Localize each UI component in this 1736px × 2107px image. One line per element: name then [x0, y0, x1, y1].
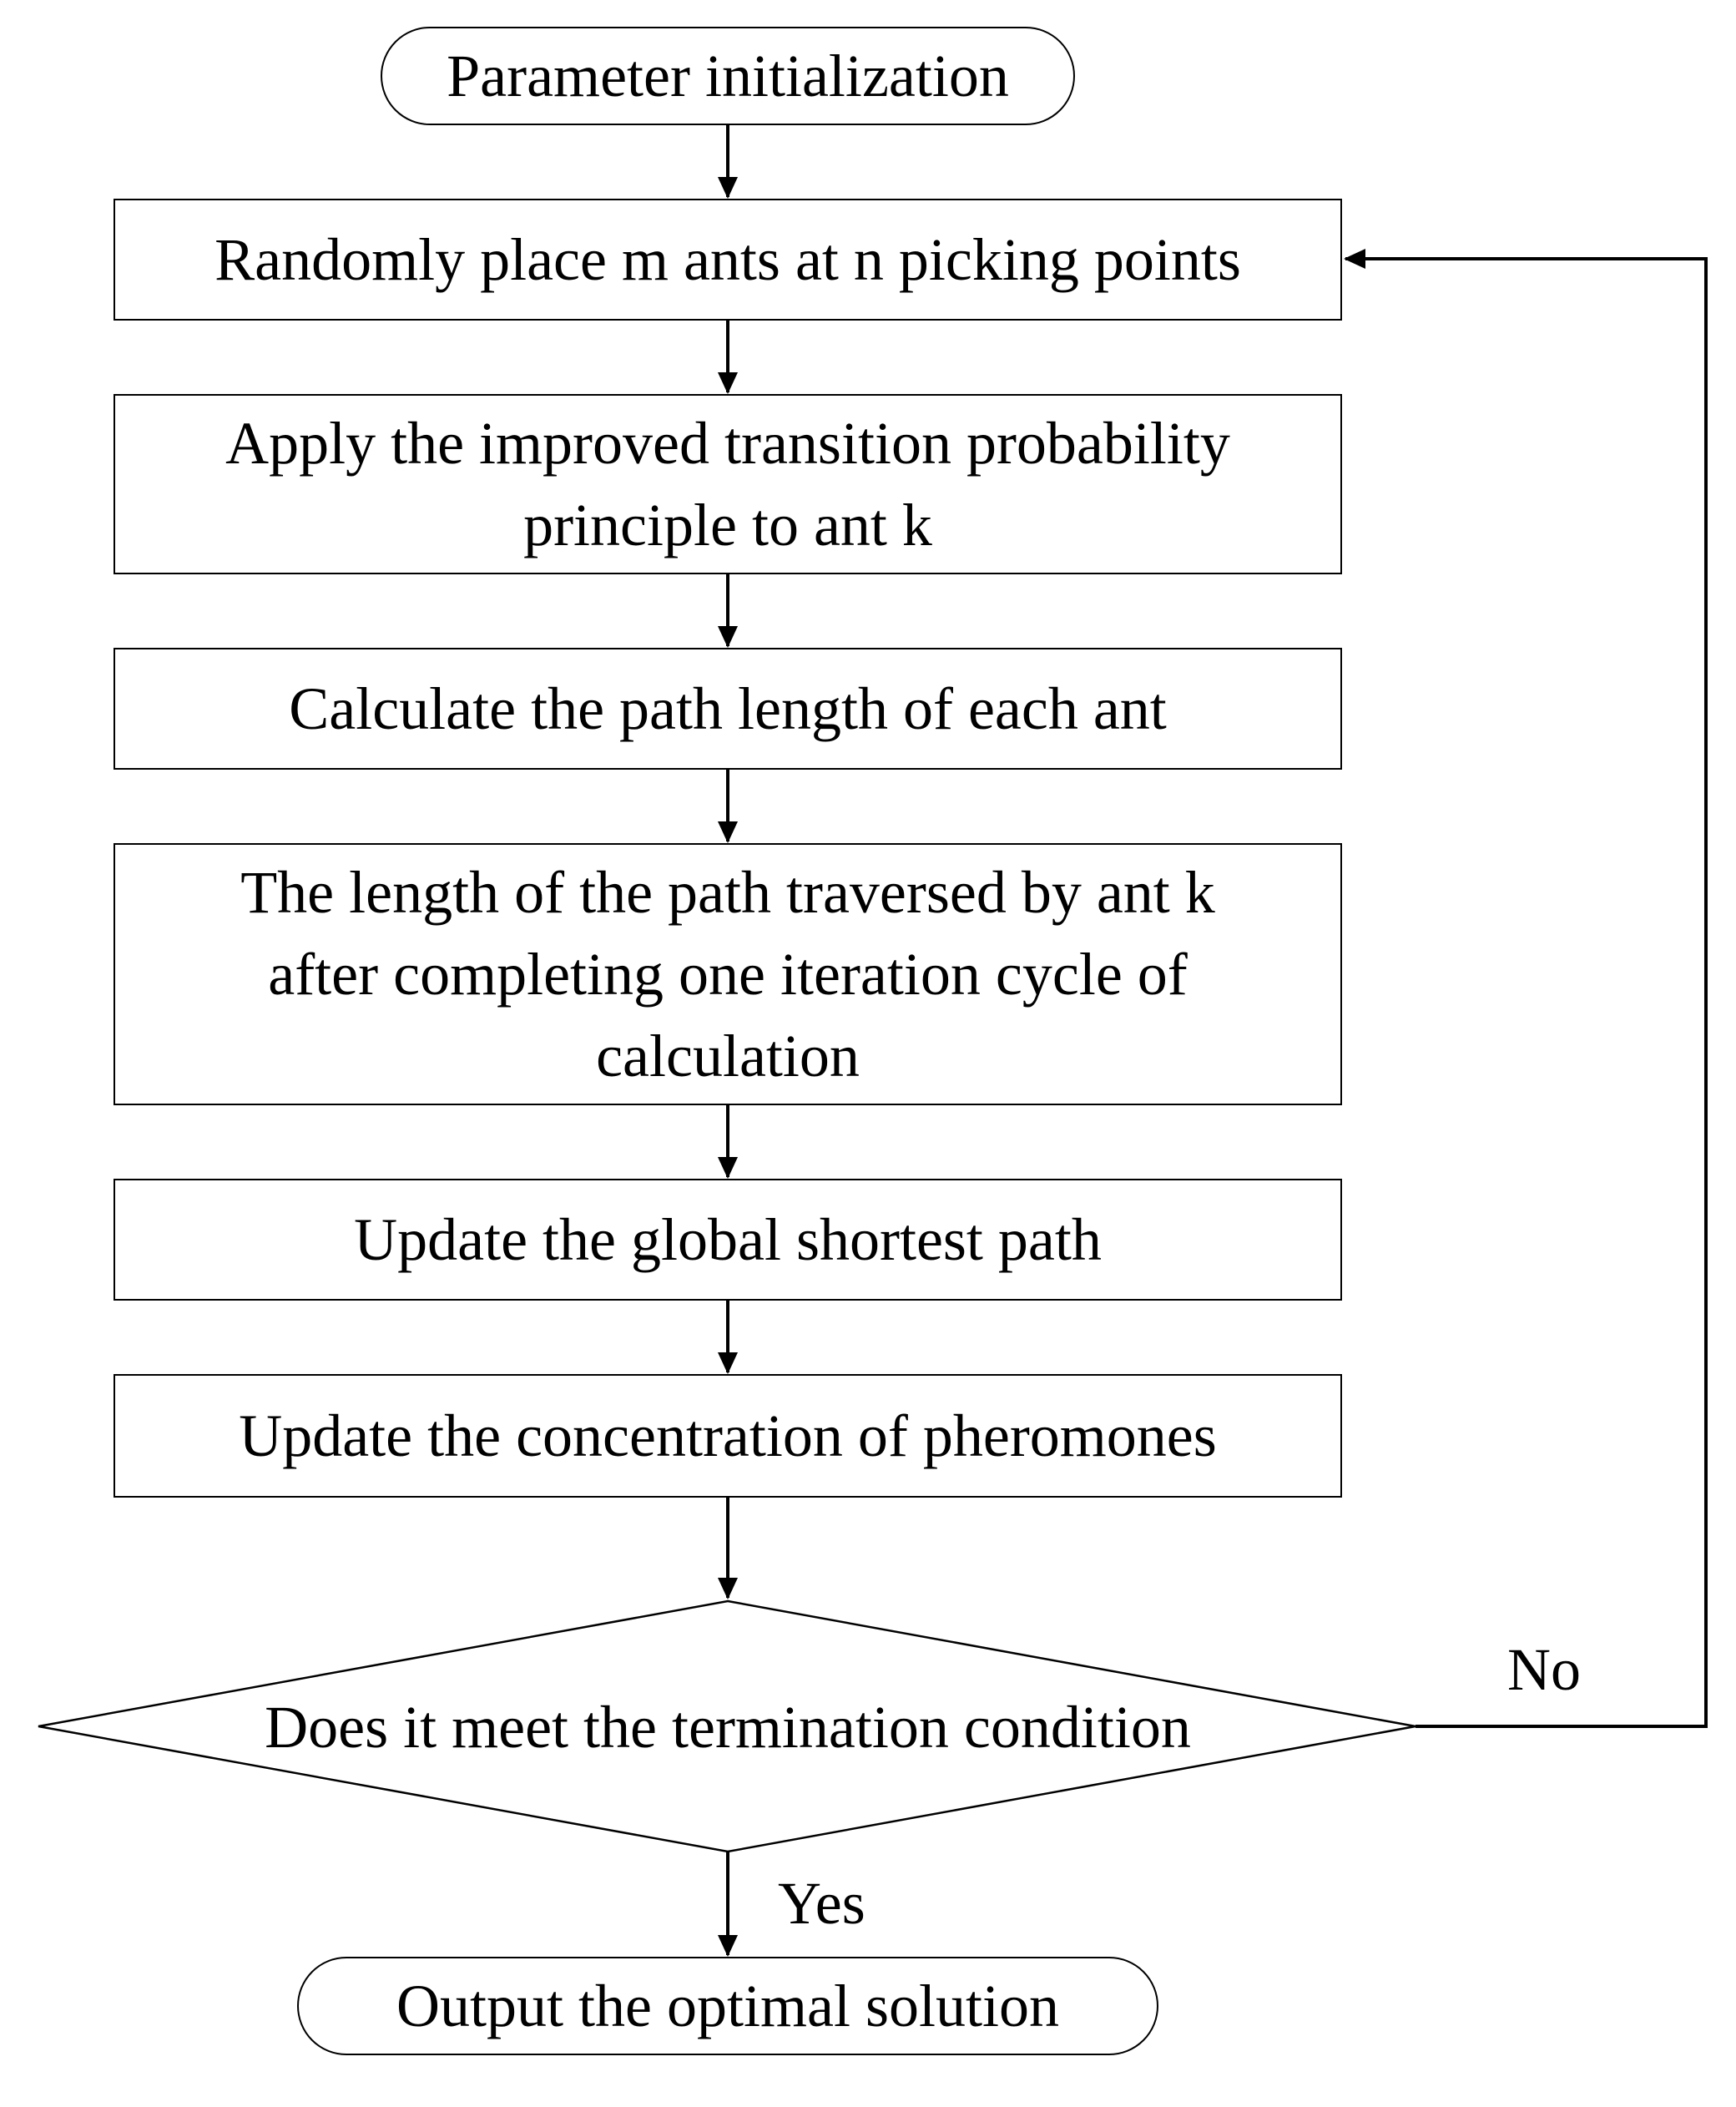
place-ants-label: Randomly place m ants at n picking point…: [214, 226, 1241, 293]
process-iteration-length: The length of the path traversed by ant …: [114, 843, 1342, 1105]
arrowhead-calc-to-iteration: [718, 821, 738, 843]
update-pheromone-label: Update the concentration of pheromones: [239, 1402, 1217, 1469]
arrowhead-decision-to-end-yes: [718, 1935, 738, 1957]
process-place-ants: Randomly place m ants at n picking point…: [114, 199, 1342, 321]
transition-label-line-1: Apply the improved transition probabilit…: [225, 410, 1230, 477]
transition-label-line-2: principle to ant k: [523, 492, 932, 558]
start-label: Parameter initialization: [447, 43, 1009, 109]
process-transition-probability: Apply the improved transition probabilit…: [114, 394, 1342, 574]
iteration-label-line-1: The length of the path traversed by ant …: [240, 859, 1215, 926]
decision-label: Does it meet the termination condition: [265, 1694, 1191, 1761]
calc-length-label: Calculate the path length of each ant: [289, 675, 1167, 742]
end-terminal: Output the optimal solution: [297, 1957, 1158, 2055]
edge-label-yes: Yes: [778, 1870, 865, 1937]
update-global-label: Update the global shortest path: [354, 1206, 1102, 1273]
process-update-global: Update the global shortest path: [114, 1179, 1342, 1301]
arrowhead-start-to-place: [718, 177, 738, 199]
process-update-pheromone: Update the concentration of pheromones: [114, 1374, 1342, 1498]
end-label: Output the optimal solution: [396, 1973, 1059, 2039]
arrowhead-global-to-pheromone: [718, 1352, 738, 1374]
arrowhead-transition-to-calc: [718, 626, 738, 648]
arrowhead-loop-no: [1344, 249, 1365, 269]
arrowhead-place-to-transition: [718, 372, 738, 394]
iteration-label-line-2: after completing one iteration cycle of: [268, 941, 1188, 1008]
start-terminal: Parameter initialization: [381, 27, 1075, 125]
arrowhead-pheromone-to-decision: [718, 1578, 738, 1599]
arrow-decision-loop-no: [1345, 257, 1708, 1728]
edge-label-no: No: [1507, 1636, 1581, 1703]
iteration-label-line-3: calculation: [596, 1023, 860, 1089]
process-calc-length: Calculate the path length of each ant: [114, 648, 1342, 770]
arrowhead-iteration-to-global: [718, 1157, 738, 1179]
